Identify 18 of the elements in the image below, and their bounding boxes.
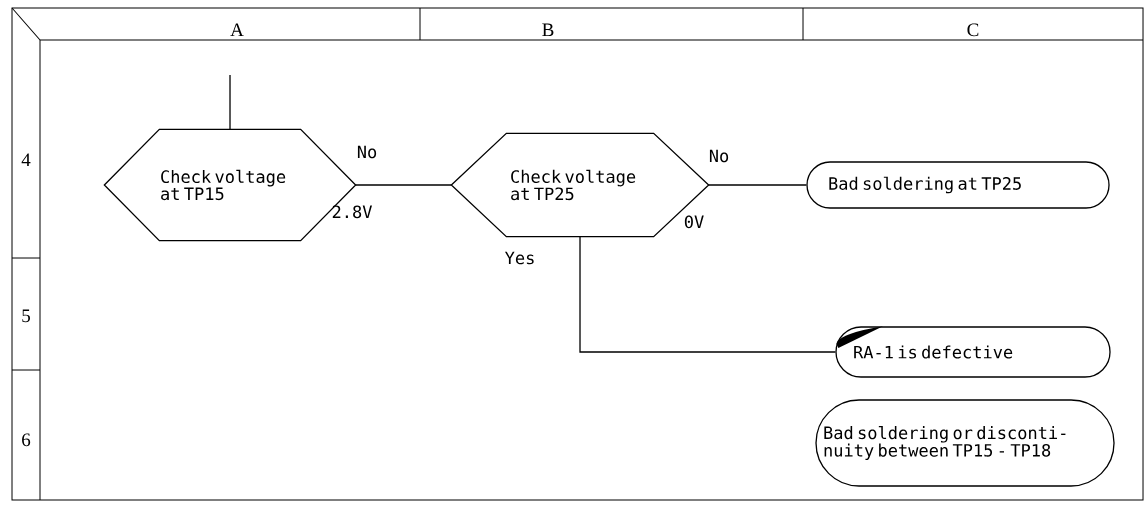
terminal-box: Bad soldering or disconti- nuity between TP15 - TP18 (815, 399, 1115, 487)
column-header: A (230, 23, 244, 36)
row-number: 6 (22, 433, 31, 447)
row-number: 5 (22, 309, 30, 323)
edge-label: No (357, 145, 377, 159)
connector-line (355, 184, 452, 186)
connector-line (579, 236, 836, 353)
connector-line (708, 184, 807, 186)
connector-line (229, 74, 231, 130)
value-label: 2.8V (332, 205, 372, 219)
terminal-box: Bad soldering at TP25 (806, 161, 1110, 209)
row-number: 4 (21, 153, 31, 166)
edge-label: Yes (504, 251, 534, 265)
edge-label: No (709, 149, 729, 163)
value-label: 0V (684, 215, 704, 229)
column-header: C (967, 23, 979, 37)
column-header: B (542, 23, 554, 37)
terminal-box: RA-1 is defective (835, 326, 1111, 378)
